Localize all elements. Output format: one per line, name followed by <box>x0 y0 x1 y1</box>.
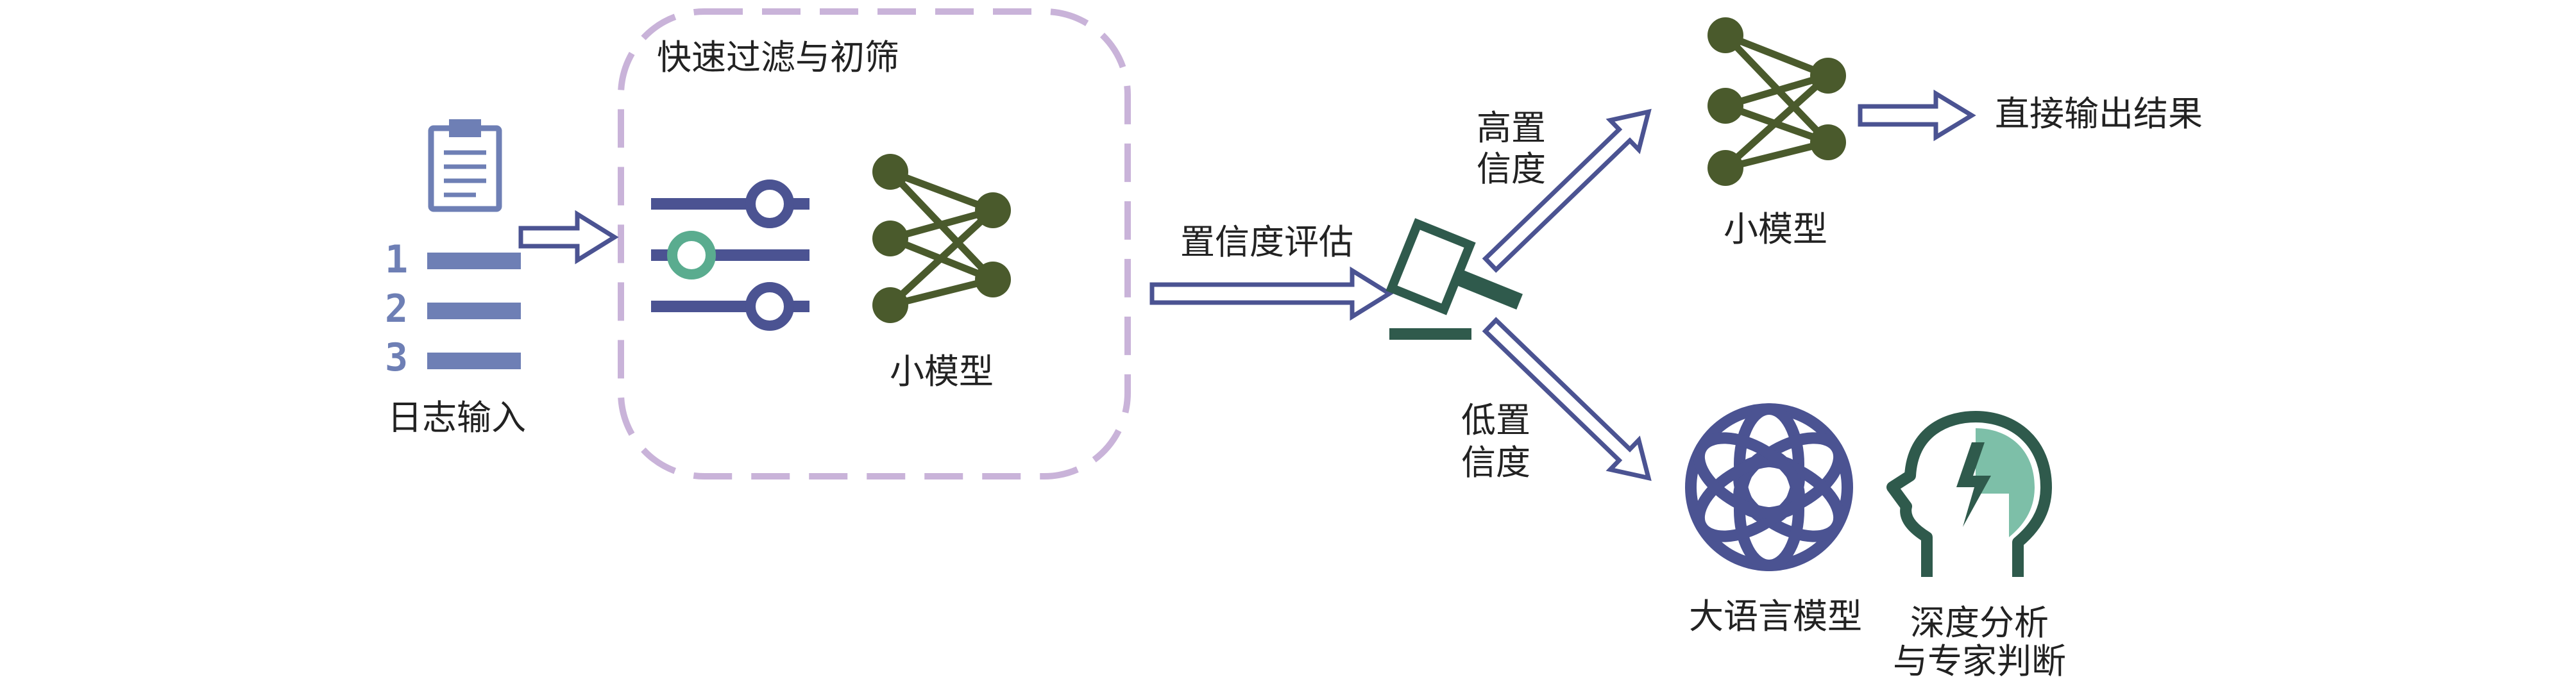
filter-sliders-icon <box>651 179 809 331</box>
list-number-1: 1 <box>385 237 408 282</box>
arrow-filter-to-evaluation <box>1149 266 1394 321</box>
gavel-icon <box>1385 218 1523 340</box>
expert-label-line2: 与专家判断 <box>1893 641 2066 681</box>
list-number-3: 3 <box>385 335 408 380</box>
low-confidence-label-line1: 低置 <box>1461 400 1530 440</box>
list-number-2: 2 <box>385 287 408 331</box>
arrow-model-to-result <box>1858 89 1976 142</box>
arrow-input-to-filter <box>518 210 619 265</box>
arrow-high-confidence <box>1482 108 1652 273</box>
low-confidence-label-line2: 信度 <box>1461 442 1530 483</box>
high-confidence-label-line1: 高置 <box>1477 108 1546 148</box>
neural-network-icon <box>1707 17 1846 186</box>
arrow-low-confidence <box>1482 317 1652 481</box>
list-bar-1 <box>427 253 521 269</box>
filter-stage-title: 快速过滤与初筛 <box>657 37 899 78</box>
expert-head-icon <box>1886 411 2052 577</box>
neural-network-icon <box>872 154 1011 323</box>
expert-label-line1: 深度分析 <box>1910 603 2049 643</box>
numbered-list-icon: 1 2 3 <box>385 237 521 380</box>
confidence-eval-label: 置信度评估 <box>1180 222 1353 262</box>
high-branch-model-label: 小模型 <box>1724 209 1827 249</box>
list-bar-2 <box>427 303 521 319</box>
list-bar-3 <box>427 353 521 369</box>
clipboard-icon <box>428 119 502 212</box>
direct-output-label: 直接输出结果 <box>1995 94 2203 134</box>
log-input-label: 日志输入 <box>387 397 526 438</box>
high-confidence-label-line2: 信度 <box>1477 149 1546 189</box>
llm-label: 大语言模型 <box>1689 596 1862 637</box>
openai-llm-icon <box>1685 403 1853 571</box>
filter-model-label: 小模型 <box>890 351 994 392</box>
filter-stage-box <box>618 8 1131 480</box>
